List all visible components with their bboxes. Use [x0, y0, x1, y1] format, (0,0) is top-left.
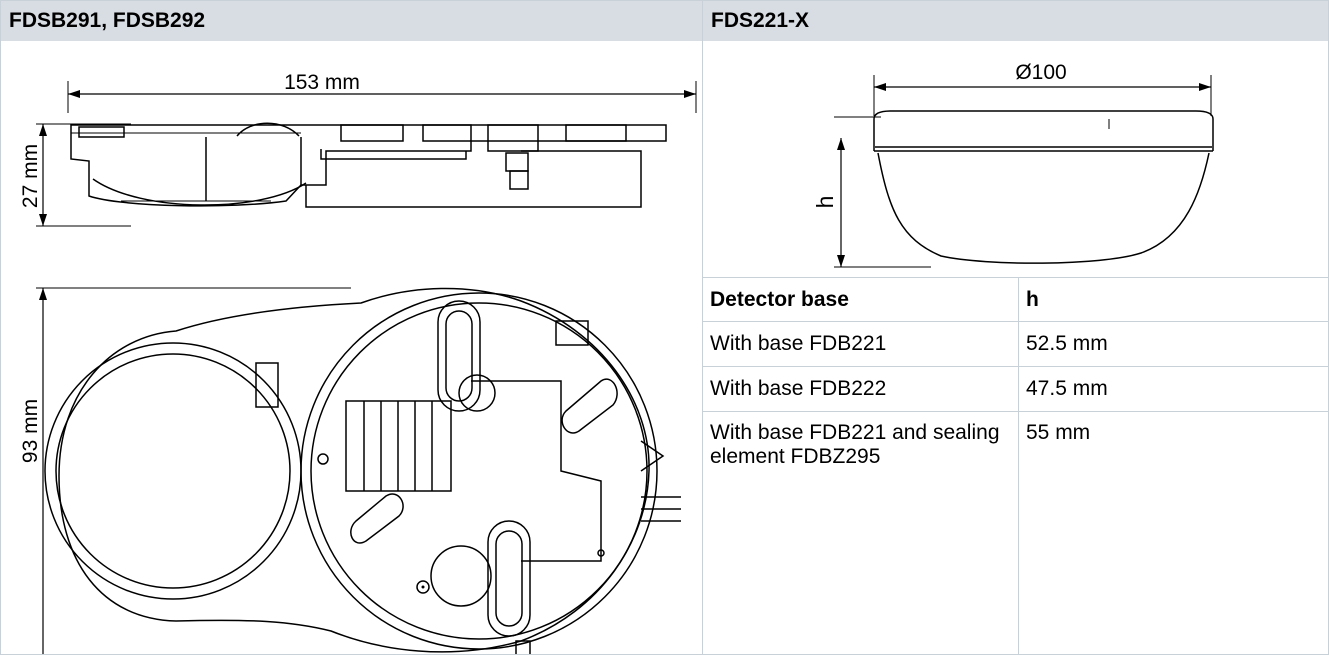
dim-height-top-label: 93 mm: [19, 399, 42, 463]
table-cell-base: With base FDB222: [710, 377, 887, 400]
dim-width-label: 153 mm: [284, 71, 360, 94]
table-cell-h: 52.5 mm: [1026, 332, 1108, 355]
table-row-border: [703, 411, 1328, 412]
table-cell-h: 47.5 mm: [1026, 377, 1108, 400]
table-row-border: [703, 321, 1328, 322]
table-cell-h: 55 mm: [1026, 421, 1091, 444]
table-row-border: [703, 366, 1328, 367]
dim-height-side-label: 27 mm: [19, 144, 42, 208]
table-cell-base: With base FDB221 and sealing element FDB…: [710, 421, 1000, 468]
top-view-drawing: 93 mm: [19, 287, 681, 654]
table-top-border: [703, 277, 1328, 278]
table-cell-base: With base FDB221: [710, 332, 887, 355]
right-header: FDS221-X: [703, 1, 1328, 41]
dim-h-label: h: [812, 196, 838, 209]
detector-drawing: Ø100 h: [812, 61, 1214, 268]
table-header-base: Detector base: [710, 288, 849, 311]
dim-diameter-label: Ø100: [1015, 61, 1066, 84]
panel-divider: [702, 1, 703, 654]
side-view-drawing: 153 mm 27 mm: [19, 71, 697, 227]
left-header: FDSB291, FDSB292: [1, 1, 702, 41]
table-header-h: h: [1026, 288, 1039, 311]
table-column-divider: [1018, 277, 1019, 654]
